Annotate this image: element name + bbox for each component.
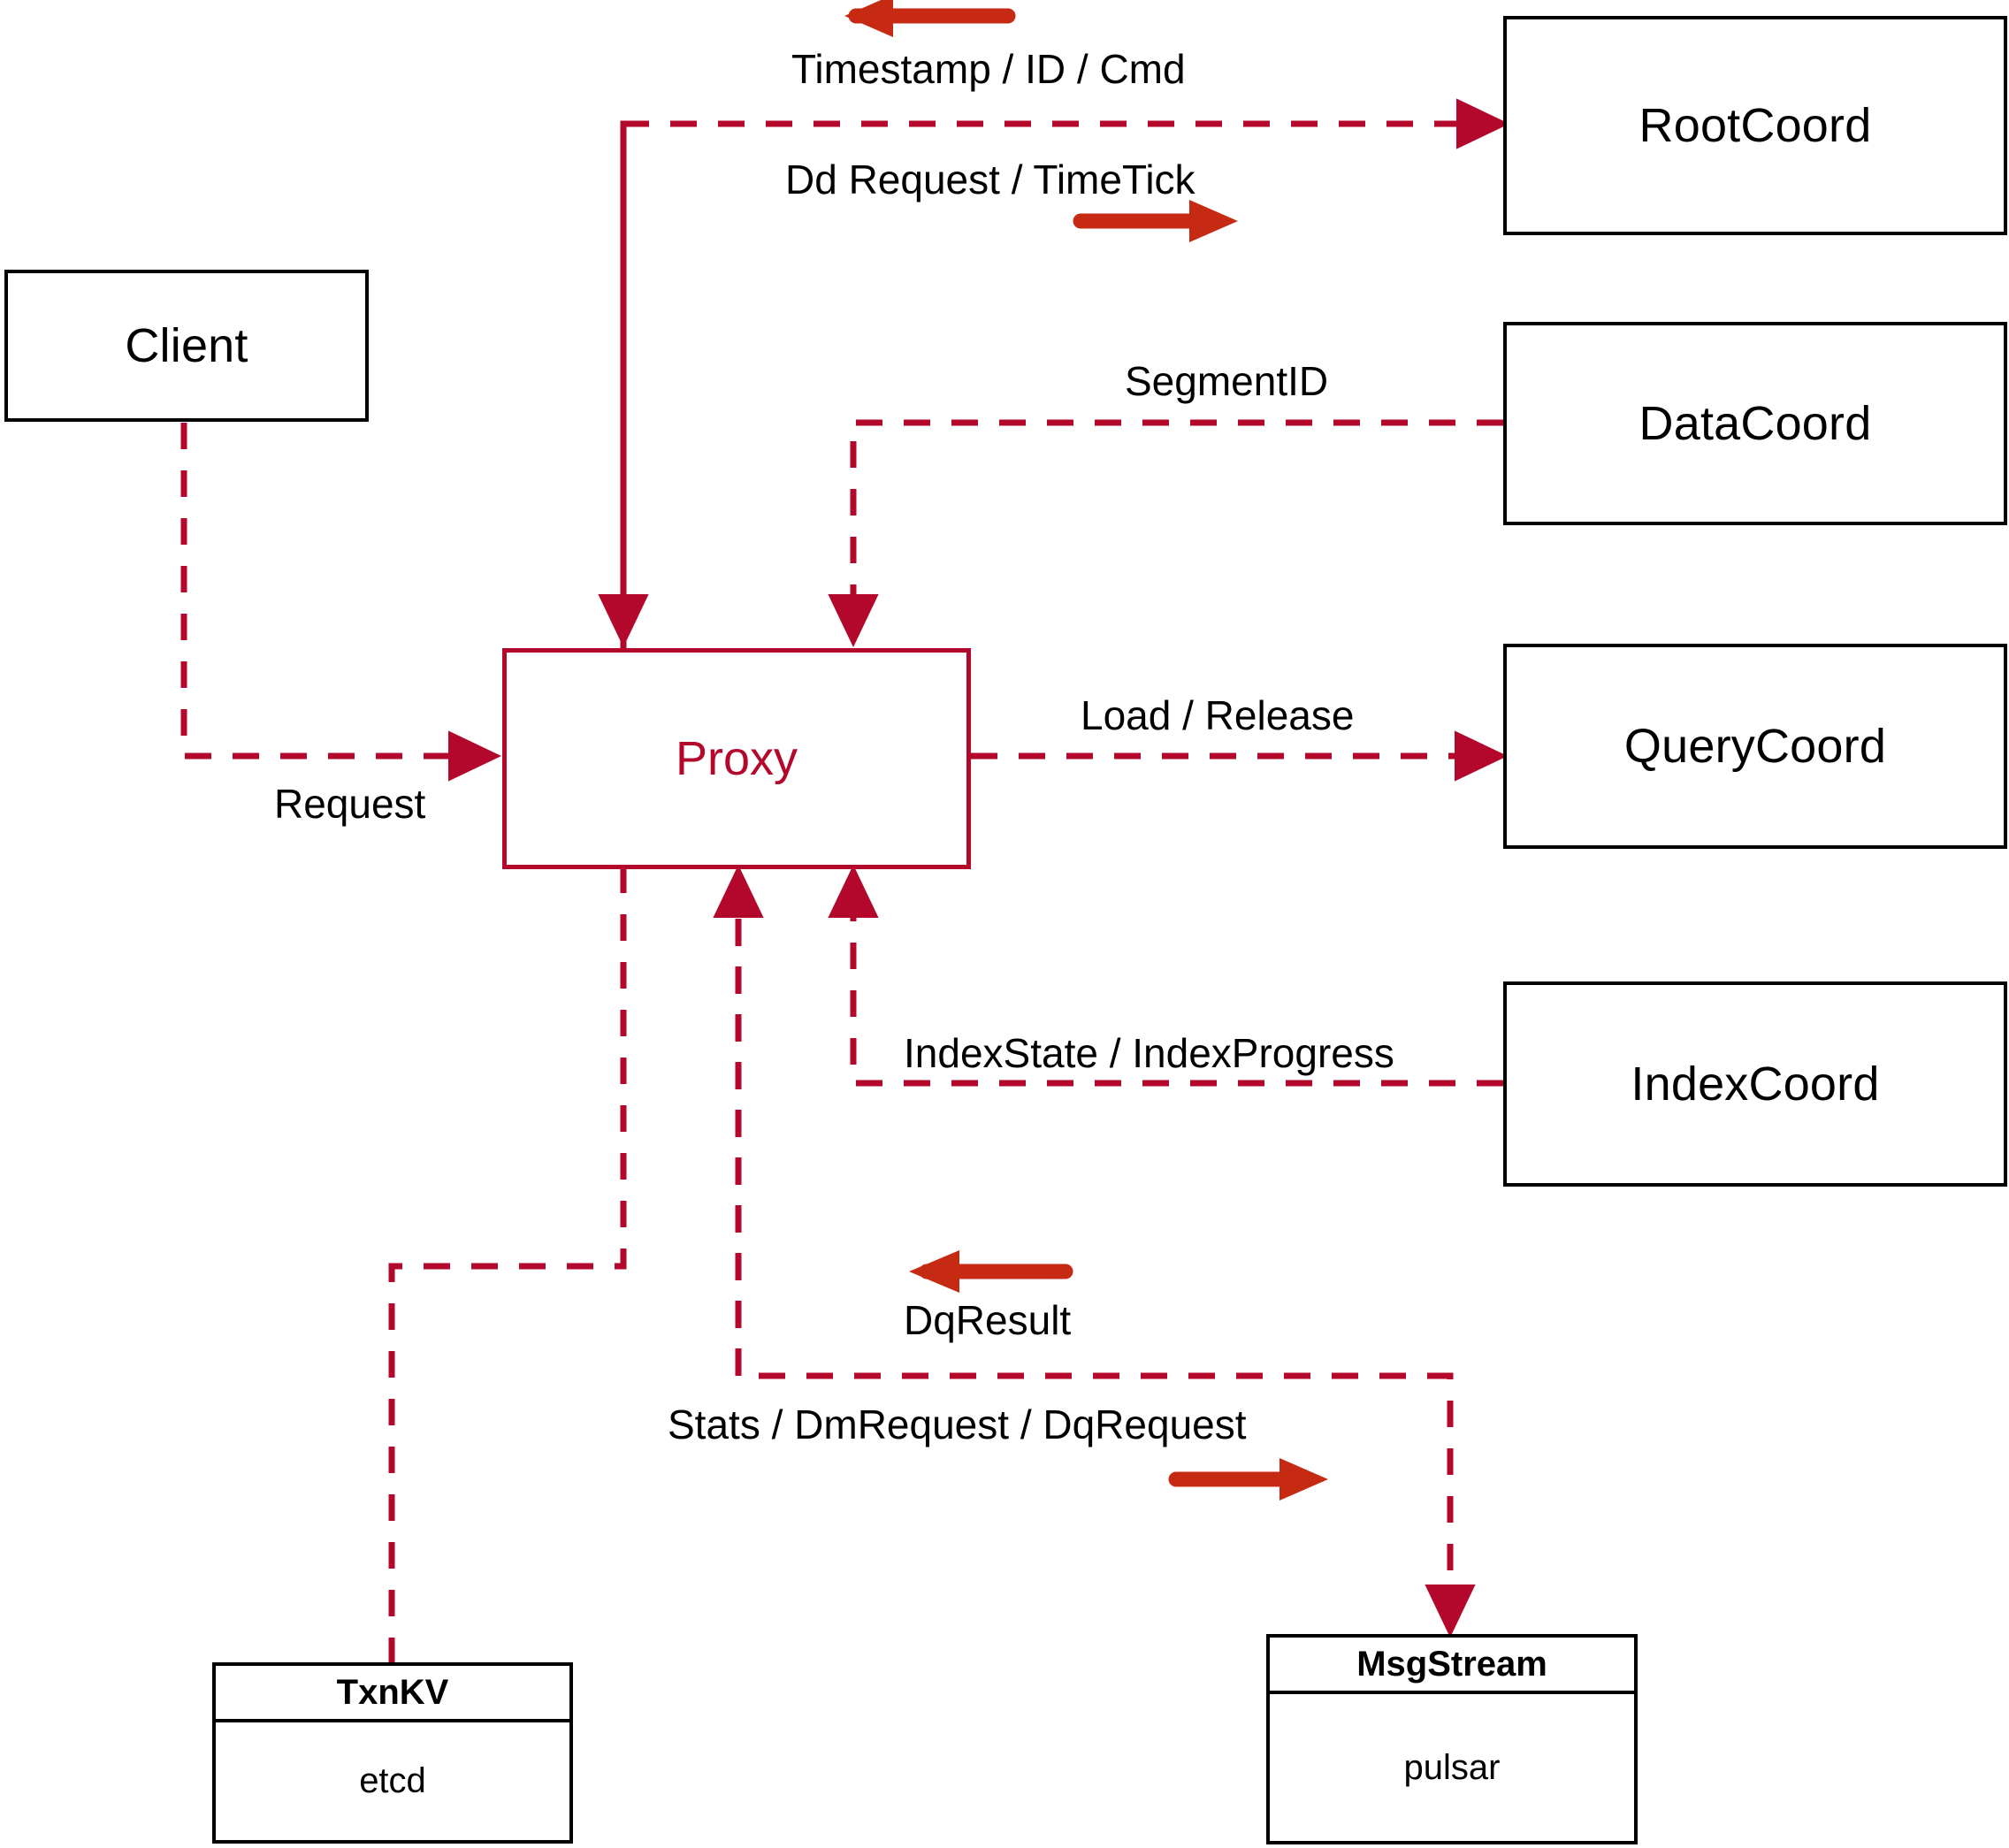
node-msgstream-body: pulsar	[1403, 1747, 1501, 1787]
node-txnkv-header: TxnKV	[216, 1666, 569, 1722]
node-datacoord[interactable]: DataCoord	[1503, 322, 2007, 525]
edge-label-index-state-progress: IndexState / IndexProgress	[904, 1030, 1394, 1076]
edge-label-segment-id: SegmentID	[1125, 358, 1329, 404]
node-querycoord[interactable]: QueryCoord	[1503, 644, 2007, 849]
direction-arrow-stats-dm-dq-request	[1168, 1458, 1328, 1501]
direction-arrow-timestamp-id-cmd	[844, 0, 1016, 37]
node-txnkv-body: etcd	[359, 1761, 426, 1800]
edge-proxy-to-txnkv	[388, 867, 627, 1662]
node-indexcoord[interactable]: IndexCoord	[1503, 981, 2007, 1187]
node-msgstream-header: MsgStream	[1270, 1638, 1634, 1694]
node-indexcoord-label: IndexCoord	[1631, 1058, 1880, 1111]
edge-indexcoord-to-proxy	[828, 864, 1503, 1087]
edge-proxy-to-rootcoord	[620, 98, 1510, 650]
node-rootcoord[interactable]: RootCoord	[1503, 16, 2007, 235]
edge-label-load-release: Load / Release	[1081, 692, 1355, 738]
edge-label-stats-dm-dq-request: Stats / DmRequest / DqRequest	[668, 1401, 1247, 1447]
edge-label-dd-request-timetick: Dd Request / TimeTick	[785, 157, 1195, 202]
node-client[interactable]: Client	[4, 270, 369, 422]
node-proxy[interactable]: Proxy	[502, 648, 971, 869]
node-proxy-label: Proxy	[675, 732, 798, 785]
node-msgstream[interactable]: MsgStream pulsar	[1266, 1634, 1638, 1844]
direction-arrow-dqresult	[909, 1250, 1073, 1293]
node-rootcoord-label: RootCoord	[1639, 99, 1872, 152]
node-client-label: Client	[125, 319, 248, 372]
edge-label-timestamp-id-cmd: Timestamp / ID / Cmd	[791, 46, 1186, 92]
node-datacoord-label: DataCoord	[1639, 397, 1872, 450]
direction-arrow-dd-request-timetick	[1073, 200, 1238, 242]
edge-datacoord-to-proxy	[828, 419, 1503, 648]
node-txnkv[interactable]: TxnKV etcd	[212, 1662, 573, 1844]
edge-client-to-proxy	[180, 423, 502, 782]
edge-proxy-msgstream	[735, 871, 1476, 1638]
node-querycoord-label: QueryCoord	[1623, 720, 1887, 773]
edge-label-request: Request	[274, 781, 426, 827]
edge-label-dqresult: DqResult	[904, 1297, 1072, 1343]
